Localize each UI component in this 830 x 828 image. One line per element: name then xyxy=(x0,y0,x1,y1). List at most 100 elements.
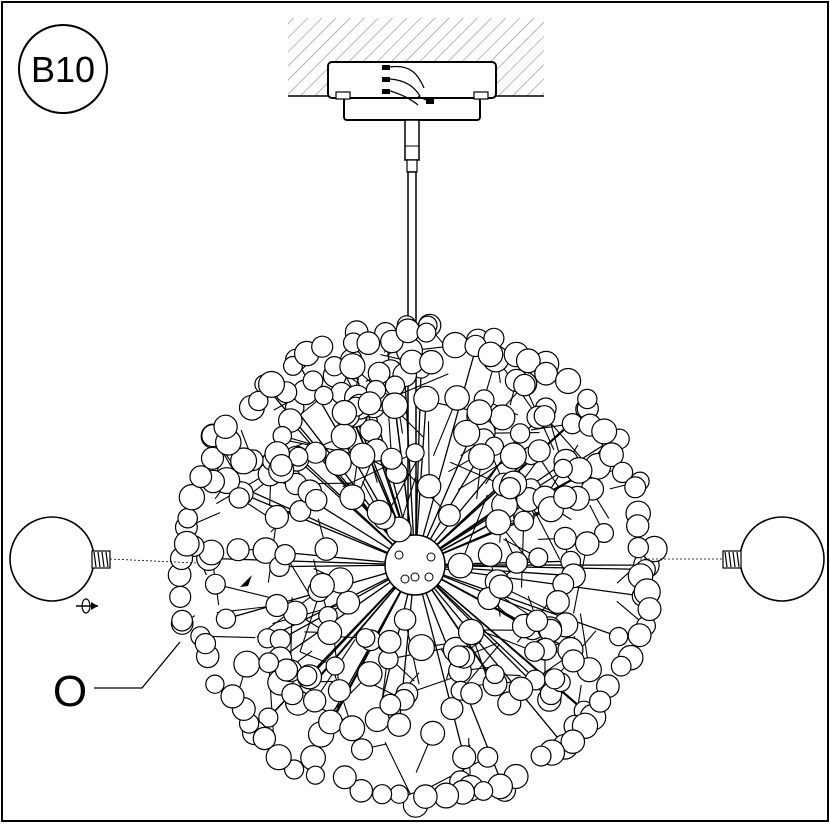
sphere-ball xyxy=(441,698,463,720)
sphere-ball xyxy=(175,531,200,556)
sphere-ball xyxy=(227,539,249,561)
hub-screw xyxy=(411,573,419,581)
step-badge: B10 xyxy=(19,25,107,113)
sphere-ball xyxy=(275,545,295,565)
sphere-ball xyxy=(439,505,461,527)
sphere-ball xyxy=(628,624,651,647)
sphere-ball xyxy=(340,716,365,741)
sphere-ball xyxy=(554,459,572,477)
hub-screw xyxy=(395,551,403,559)
sphere-ball xyxy=(234,651,260,677)
sphere-ball xyxy=(562,650,584,672)
sphere-ball xyxy=(448,646,469,667)
sphere-ball xyxy=(638,598,661,621)
sphere-ball xyxy=(467,400,492,425)
sphere-ball xyxy=(578,389,597,408)
sphere-ball xyxy=(378,631,401,654)
sphere-ball xyxy=(576,532,599,555)
canopy xyxy=(328,62,496,120)
sphere-ball xyxy=(489,575,512,598)
sphere-ball xyxy=(514,374,535,395)
sphere-ball xyxy=(627,515,649,537)
sphere-ball xyxy=(271,455,292,476)
sphere-ball xyxy=(528,440,550,462)
sphere-ball xyxy=(229,488,249,508)
sphere-ball xyxy=(611,656,631,676)
sphere-ball xyxy=(358,662,382,686)
sphere-ball xyxy=(417,323,436,342)
sphere-ball xyxy=(406,444,424,462)
sphere-ball xyxy=(509,677,532,700)
sphere-ball xyxy=(469,444,495,470)
sphere-ball xyxy=(319,710,343,734)
step-label: B10 xyxy=(31,49,95,90)
sphere-ball xyxy=(253,727,275,749)
sphere-ball xyxy=(499,478,520,499)
sphere-ball xyxy=(501,443,527,469)
sphere-ball xyxy=(531,746,551,766)
sphere-ball xyxy=(478,747,498,767)
sphere-ball xyxy=(554,527,576,549)
sphere-ball xyxy=(328,680,350,702)
sphere-ball xyxy=(525,642,545,662)
sphere-ball xyxy=(510,424,529,443)
sphere-ball xyxy=(381,448,402,469)
canopy-clip-left xyxy=(336,92,350,99)
part-label: O xyxy=(53,667,87,716)
sphere-ball xyxy=(306,766,324,784)
sphere-ball xyxy=(266,595,288,617)
sphere-ball xyxy=(306,490,327,511)
sphere-ball xyxy=(326,657,344,675)
sphere-ball xyxy=(545,669,565,689)
sphere-ball xyxy=(421,721,445,745)
sphere-ball xyxy=(304,690,326,712)
sphere-ball xyxy=(214,415,237,438)
sphere-ball xyxy=(610,628,628,646)
sphere-ball xyxy=(179,485,204,510)
sphere-hub xyxy=(385,535,445,595)
sphere-ball xyxy=(474,782,493,801)
sphere-ball xyxy=(358,392,381,415)
rod-joint xyxy=(407,160,417,172)
sphere-ball xyxy=(526,610,547,631)
bulb-globe xyxy=(740,517,824,601)
rod-coupler xyxy=(405,120,419,160)
sphere-ball xyxy=(340,354,365,379)
sphere-ball xyxy=(297,666,317,686)
sphere-ball xyxy=(195,634,215,654)
sphere-ball xyxy=(448,553,473,578)
sphere-ball xyxy=(315,538,337,560)
sphere-ball xyxy=(418,475,441,498)
sphere-ball xyxy=(486,665,504,683)
sphere-ball xyxy=(259,372,285,398)
sphere-ball xyxy=(367,500,391,524)
sphere-ball xyxy=(259,653,279,673)
sphere-ball xyxy=(315,386,333,404)
terminal-block xyxy=(382,65,390,70)
sphere-ball xyxy=(352,739,373,760)
sphere-ball xyxy=(443,333,468,358)
sphere-ball xyxy=(172,610,193,631)
terminal-block xyxy=(382,77,390,82)
sphere-ball xyxy=(461,683,482,704)
hub-screw xyxy=(427,553,435,561)
sphere-ball xyxy=(414,386,439,411)
sphere-ball xyxy=(265,506,288,529)
sphere-ball xyxy=(333,766,356,789)
sphere-ball xyxy=(350,443,375,468)
sphere-ball xyxy=(382,393,407,418)
sphere-ball xyxy=(332,401,356,425)
wire-connector xyxy=(426,98,434,104)
sphere-ball xyxy=(318,621,342,645)
sphere-ball xyxy=(390,785,408,803)
sphere-ball xyxy=(331,424,356,449)
sphere-ball xyxy=(305,442,326,463)
sphere-ball xyxy=(590,691,611,712)
sphere-ball xyxy=(178,509,197,528)
sphere-ball xyxy=(459,619,484,644)
sphere-ball xyxy=(357,332,380,355)
sphere-ball xyxy=(556,369,581,394)
sphere-ball xyxy=(506,552,527,573)
